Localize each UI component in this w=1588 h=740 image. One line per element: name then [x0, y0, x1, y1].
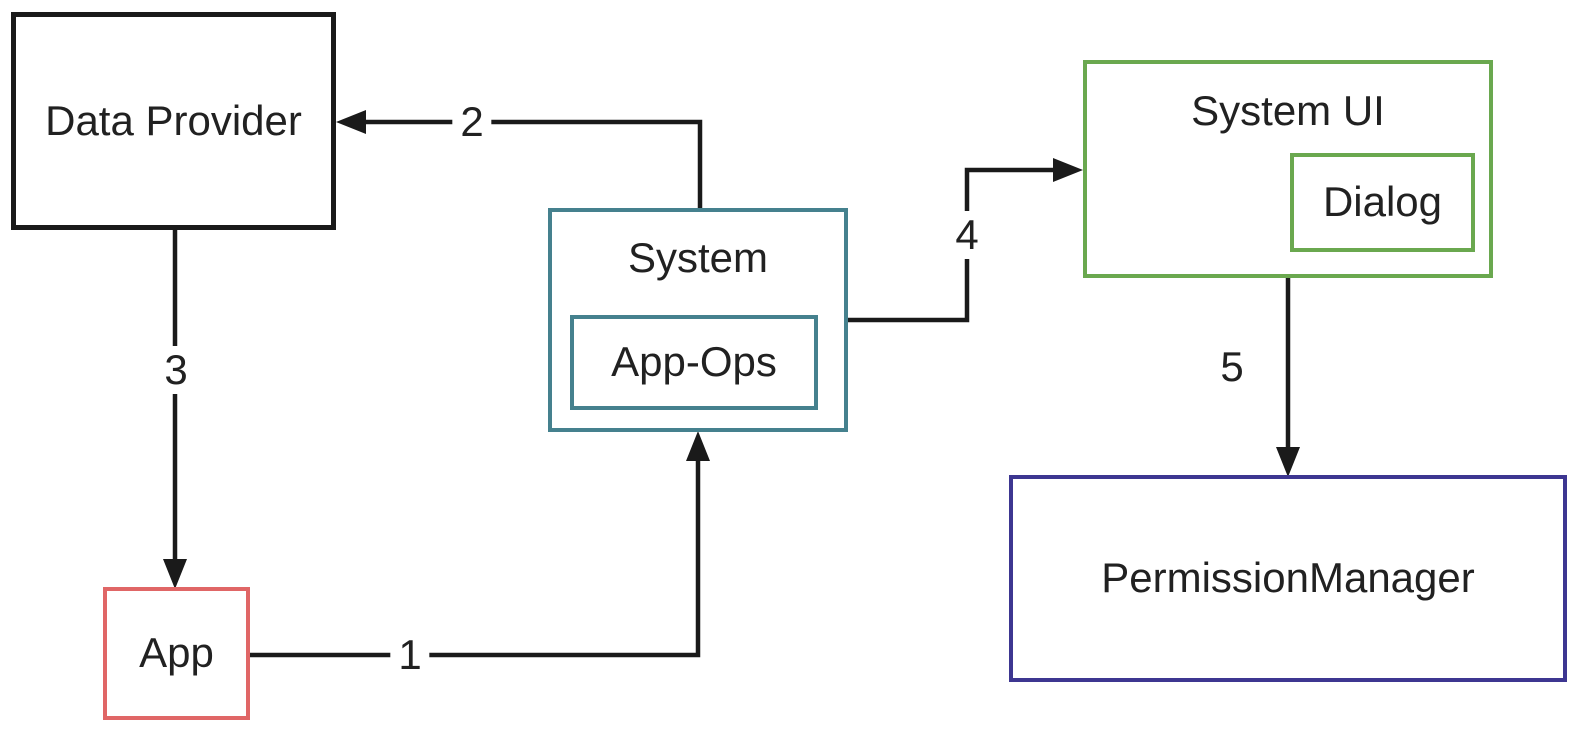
arrowhead-down-icon	[163, 559, 187, 589]
arrow-line	[364, 119, 703, 208]
node-system-ui: System UI Dialog	[1083, 60, 1493, 278]
edge-label-2: 2	[452, 98, 492, 146]
edge-label-1: 1	[390, 631, 430, 679]
node-permission-manager: PermissionManager	[1009, 475, 1567, 682]
node-label: Dialog	[1322, 178, 1443, 226]
node-data-provider: Data Provider	[11, 12, 336, 230]
arrowhead-down-icon	[1276, 447, 1300, 477]
arrow-app-to-system	[250, 431, 710, 658]
edge-label-5: 5	[1220, 343, 1244, 391]
node-dialog: Dialog	[1290, 153, 1475, 252]
node-label: App-Ops	[611, 338, 777, 386]
arrowhead-right-icon	[1053, 158, 1083, 182]
arrowhead-left-icon	[336, 110, 366, 134]
arrow-line	[250, 459, 701, 658]
node-label: PermissionManager	[1101, 554, 1475, 602]
node-label: System UI	[1191, 87, 1385, 134]
arrow-data-provider-to-app	[163, 230, 187, 589]
node-app-ops: App-Ops	[570, 315, 818, 410]
arrowhead-up-icon	[686, 431, 710, 461]
arrow-system-ui-to-permission-manager	[1276, 278, 1300, 477]
node-label: App	[139, 629, 214, 677]
node-label: Data Provider	[45, 96, 302, 144]
node-label: System	[627, 234, 769, 281]
edge-label-4: 4	[947, 211, 987, 259]
arrow-system-to-data-provider	[336, 110, 703, 208]
edge-label-3: 3	[156, 346, 196, 394]
node-app: App	[103, 587, 250, 720]
node-system: System App-Ops	[548, 208, 848, 432]
